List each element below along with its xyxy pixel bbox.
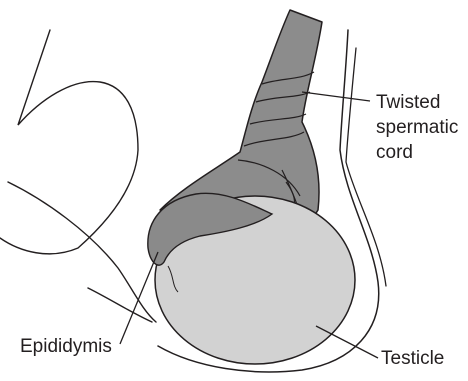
- label-twisted-line2: spermatic: [376, 117, 458, 138]
- leader-twisted-cord: [302, 92, 370, 101]
- label-testicle: Testicle: [381, 348, 444, 369]
- label-twisted-line1: Twisted: [376, 92, 440, 113]
- label-twisted-line3: cord: [376, 142, 413, 163]
- label-epididymis: Epididymis: [20, 336, 112, 357]
- scrotum-inner-line: [346, 48, 386, 286]
- leader-epididymis: [120, 252, 158, 344]
